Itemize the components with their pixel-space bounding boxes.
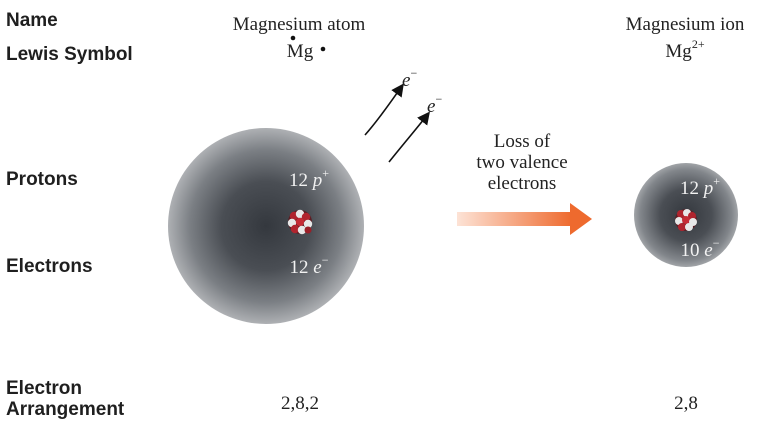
ion-lewis-symbol: Mg2+ <box>665 38 704 62</box>
ion-symbol: Mg <box>665 41 692 62</box>
lewis-dot-right <box>320 46 326 52</box>
lost-electron-2-charge: − <box>435 91 443 106</box>
atom-electrons-unit: e <box>313 257 322 278</box>
atom-electrons-charge: − <box>321 252 329 267</box>
ion-protons-unit: p <box>703 178 714 199</box>
ion-nucleus <box>675 209 697 231</box>
ion-electrons: 10 e− <box>680 237 720 261</box>
ion-electrons-unit: e <box>704 240 713 261</box>
process-text: Loss of two valence electrons <box>476 131 567 194</box>
process-text-line2: two valence <box>476 152 568 173</box>
atom-nucleus <box>287 209 313 235</box>
atom-arrangement: 2,8,2 <box>281 393 319 414</box>
ion-protons-charge: + <box>713 173 721 188</box>
ion-electrons-charge: − <box>712 235 720 250</box>
row-label-protons: Protons <box>6 169 78 190</box>
atom-protons-charge: + <box>322 165 330 180</box>
atom-protons: 12 p+ <box>288 167 329 191</box>
row-label-lewis-symbol: Lewis Symbol <box>6 44 133 65</box>
lost-electron-1-charge: − <box>410 65 418 80</box>
ion-protons: 12 p+ <box>679 175 720 199</box>
electron-departure-arrow-2 <box>388 111 430 163</box>
ion-charge: 2+ <box>691 36 705 51</box>
loss-arrow <box>457 203 592 235</box>
process-text-line3: electrons <box>487 173 557 194</box>
atom-protons-unit: p <box>312 170 323 191</box>
atom-name: Magnesium atom <box>232 14 366 35</box>
ion-protons-value: 12 <box>679 178 699 199</box>
process-text-line1: Loss of <box>493 131 551 152</box>
row-label-electron-arrangement: Electron Arrangement <box>6 378 124 420</box>
lost-electron-2-label: e <box>427 96 436 117</box>
atom-electrons-value: 12 <box>289 257 309 278</box>
row-label-electrons: Electrons <box>6 256 93 277</box>
lost-electron-1-label: e <box>402 70 411 91</box>
row-label-electron-arrangement-line2: Arrangement <box>6 399 125 420</box>
atom-electrons: 12 e− <box>289 254 329 278</box>
electron-departure-arrow-1 <box>364 83 404 136</box>
atom-protons-value: 12 <box>288 170 308 191</box>
atom-electron-cloud <box>168 128 364 324</box>
row-label-name: Name <box>6 10 58 31</box>
atom-lewis-symbol: Mg <box>286 41 314 62</box>
ion-electrons-value: 10 <box>680 240 700 261</box>
lost-electron-2: e− <box>427 93 442 117</box>
ion-arrangement: 2,8 <box>674 393 698 414</box>
ion-name: Magnesium ion <box>625 14 745 35</box>
lost-electron-1: e− <box>402 67 417 91</box>
lewis-dot-top <box>290 35 296 41</box>
row-label-electron-arrangement-line1: Electron <box>6 378 83 399</box>
